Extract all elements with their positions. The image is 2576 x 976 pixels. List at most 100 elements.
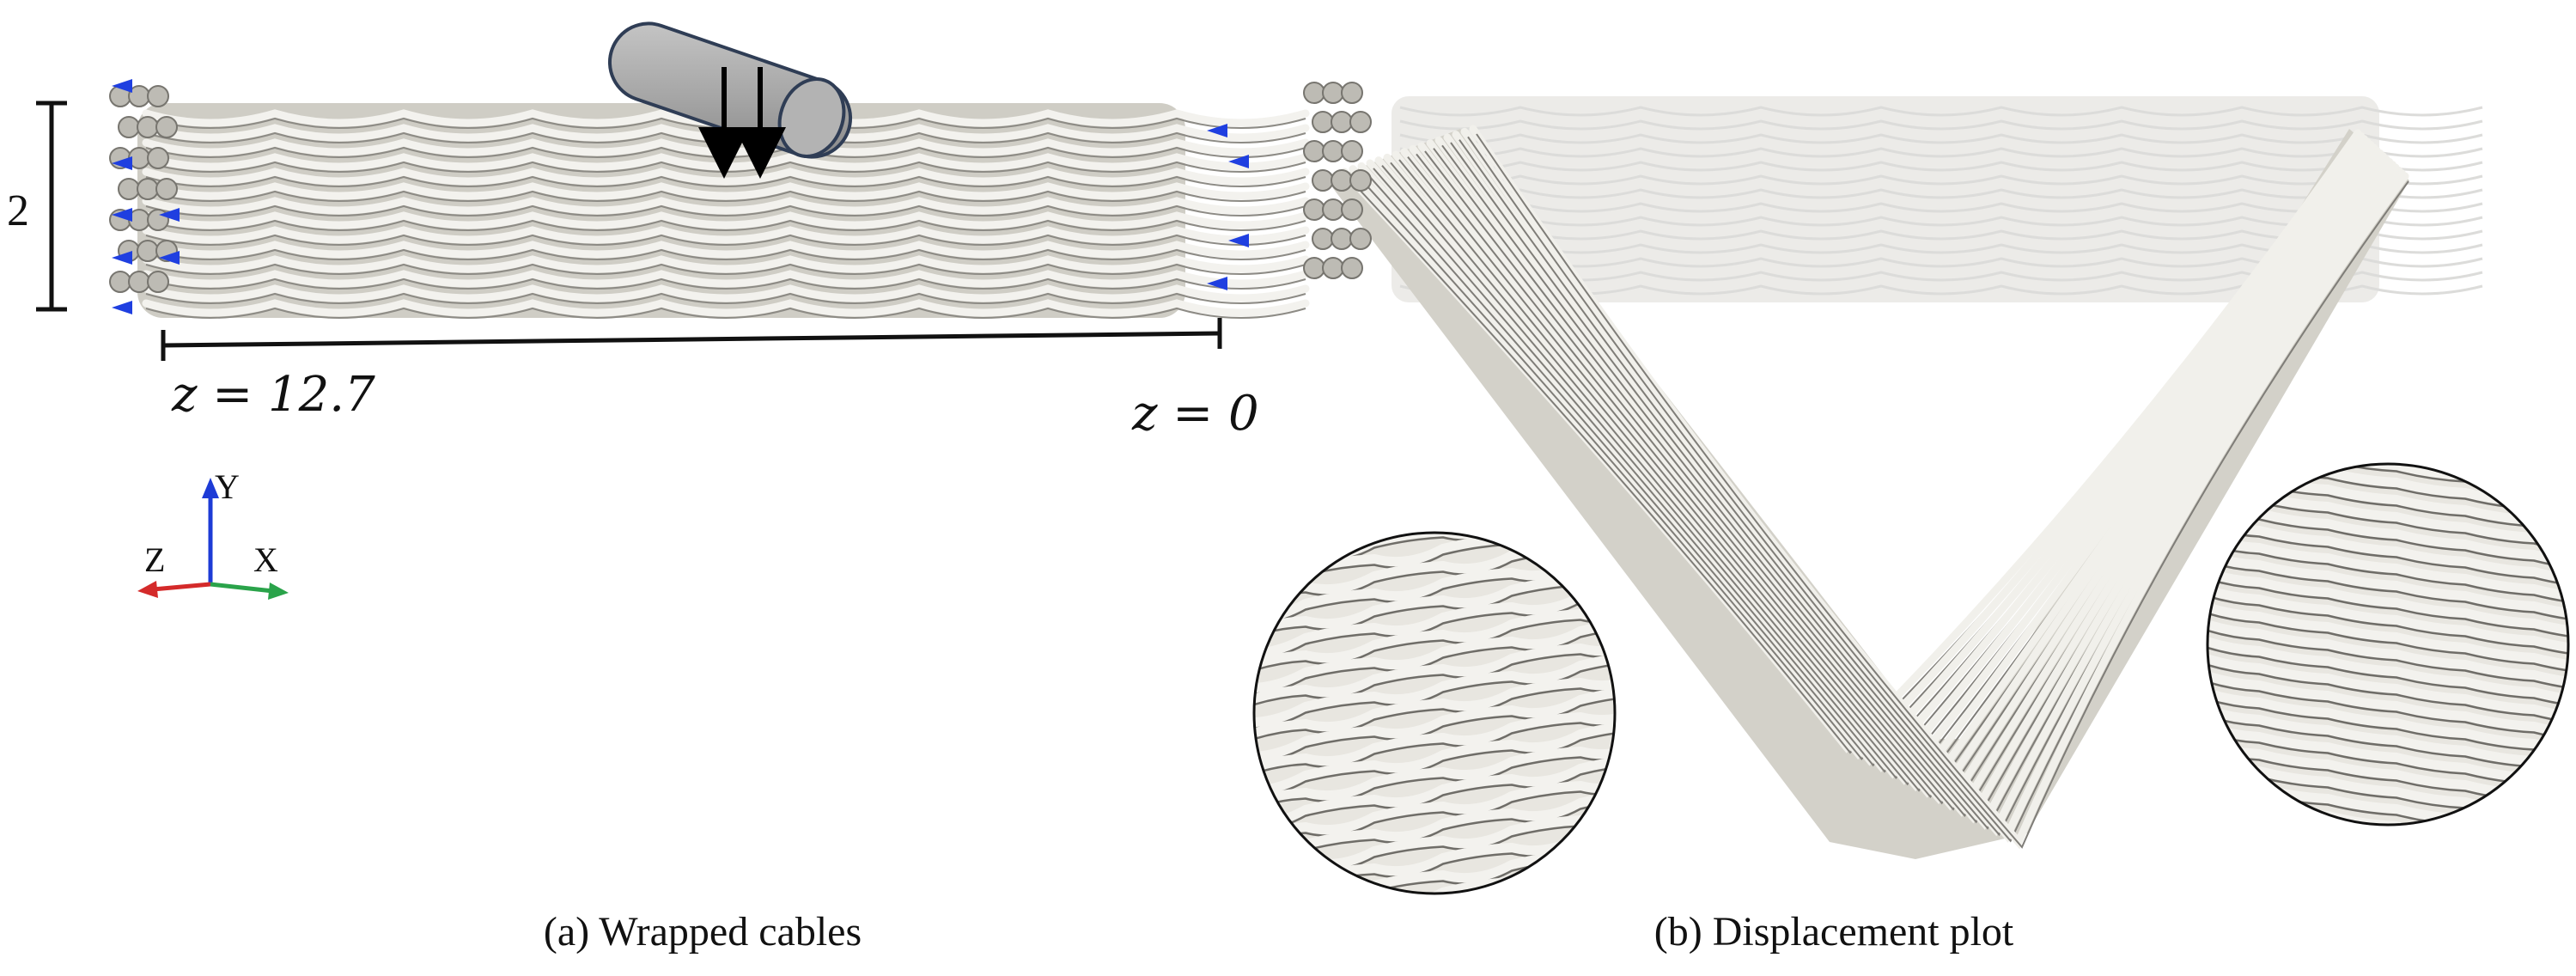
boundary-marker-triangle [1228,234,1249,247]
zoom-strand [2208,665,2568,741]
strand-end [147,85,169,107]
zoom-strand-shadow [2208,554,2568,624]
strand [142,197,1310,215]
zoom-strand-shadow [2208,537,2568,607]
zoom-strand [1254,668,1615,744]
strand-end [1341,257,1363,279]
y-axis-label: Y [215,467,240,506]
strand-end [1303,140,1325,162]
strand-shadow [145,190,1306,202]
strand-end [1349,169,1372,192]
ghost-strand [1399,119,2483,131]
zoom-strand [2208,613,2568,690]
strand [142,284,1310,302]
zoom-strand-shadow [1254,763,1615,833]
ghost-strand [1399,174,2483,186]
boundary-marker-triangle [112,251,132,265]
zoom-inset-left [1252,531,1617,895]
strand-end [1341,140,1363,162]
indenter-cylinder [607,21,853,179]
boundary-marker-triangle [112,156,132,170]
strand-shadow [145,263,1306,275]
zoom-strand [1254,616,1615,693]
strand-end [1331,169,1353,192]
zoom-strand-shadow [2208,520,2568,589]
strand [142,168,1310,186]
boundary-marker-triangle [112,208,132,222]
cable-end-cross-section [109,85,178,293]
zoom-strand [1254,685,1615,762]
strand-end [1331,111,1353,133]
strand-end [1349,111,1372,133]
zoom-strand-shadow [1254,677,1615,747]
zoom-strand-shadow [2208,674,2568,744]
zoom-strand-shadow [1254,608,1615,678]
strand-end [155,178,178,200]
zoom-strand-shadow [1254,711,1615,781]
boundary-marker-triangle [1228,155,1249,168]
deformed-strand-shadow [1476,133,2409,849]
zoom-strand [2208,648,2568,724]
strand-end [147,147,169,169]
zoom-strand [2208,682,2568,759]
strand-shadow [145,234,1306,246]
panel-b: (b) Displacement plot [1252,82,2570,955]
panel-a: 2 z = 12.7 z = 0 Y Z X (a) Wrapped cable… [7,21,1310,955]
zoom-strand-shadow [2208,571,2568,641]
strand-end [137,178,159,200]
zoom-strand [2208,631,2568,707]
zoom-strand-shadow [1254,643,1615,712]
strand-end [1312,111,1334,133]
strand-shadow [145,278,1306,290]
strand-end [147,271,169,293]
zoom-strand-shadow [2208,589,2568,658]
axis-triad: Y Z X [137,467,289,600]
x-axis-label: X [253,540,278,579]
cable-end-cross-section [1303,82,1372,279]
boundary-marker-triangle [112,301,132,314]
zoom-strand [1254,771,1615,847]
zoom-strand-shadow [1254,625,1615,695]
zoom-strand [2208,596,2568,673]
zoom-strand-shadow [1254,746,1615,815]
strand-end [1322,140,1344,162]
boundary-markers [112,79,1249,314]
strand [142,299,1310,317]
strand-end [1303,257,1325,279]
boundary-marker-triangle [159,251,180,265]
strand-end [1312,228,1334,250]
z-left-label: z = 12.7 [171,367,375,423]
strand-end [1349,228,1372,250]
strand-end [155,116,178,138]
zoom-strand [1254,702,1615,778]
strand-end [137,116,159,138]
zoom-strand [2208,545,2568,621]
strand-shadow [145,175,1306,187]
ghost-strand [1399,161,2483,172]
strand-end [1341,198,1363,221]
strand-end [109,271,131,293]
length-dimension: z = 12.7 z = 0 [161,318,1259,442]
strand [142,211,1310,229]
strand [142,226,1310,244]
zoom-strand-shadow [2208,640,2568,710]
strand [142,182,1310,200]
zoom-strand [1254,736,1615,813]
deformed-strands [1340,125,2409,850]
strand-end [118,116,140,138]
zoom-strand [1254,753,1615,831]
zoom-strand-shadow [2208,606,2568,675]
ghost-strand [1399,133,2483,144]
strand-end [1331,228,1353,250]
deformed-cable [1303,82,2409,859]
strand-end [1303,82,1325,104]
zoom-strand-shadow [2208,623,2568,692]
caption-a: (a) Wrapped cables [544,909,862,955]
zoom-strand-shadow [1254,729,1615,798]
strand-shadow [145,204,1306,217]
strand-end [1322,82,1344,104]
strand-end [1322,198,1344,221]
strand-shadow [145,307,1306,319]
strand-end [1322,257,1344,279]
